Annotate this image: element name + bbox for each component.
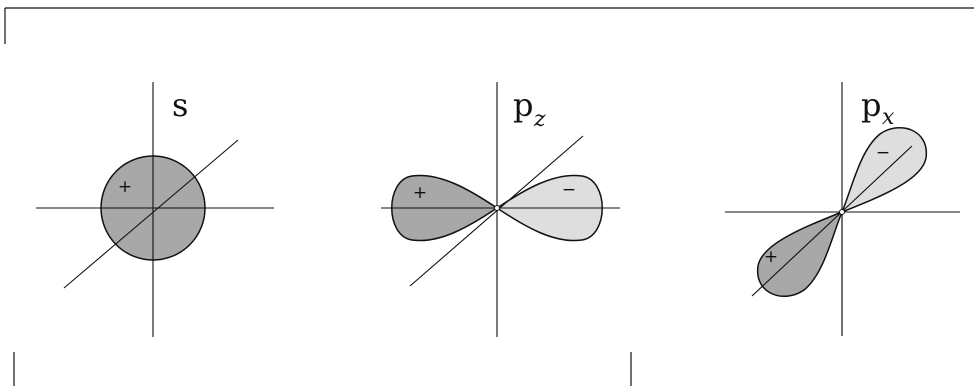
px-negative-lobe <box>840 126 927 214</box>
px-plus-sign: + <box>764 247 778 267</box>
pz-nucleus <box>494 205 500 211</box>
s-y-axis <box>63 139 239 289</box>
pz-axes-front <box>381 135 620 287</box>
px-orbital-subscript: x <box>882 105 895 130</box>
s-axes <box>36 82 274 337</box>
px-positive-lobe <box>757 210 844 298</box>
px-nucleus <box>839 209 845 215</box>
panel-s-orbital: s + <box>36 82 274 337</box>
pz-orbital-label: p <box>513 86 533 124</box>
panel-pz-orbital: p z + − <box>381 82 620 337</box>
px-axes-front <box>751 145 913 336</box>
pz-plus-sign: + <box>413 183 427 203</box>
px-orbital-label: p <box>861 86 881 124</box>
s-orbital-label: s <box>172 86 188 124</box>
s-plus-sign: + <box>118 177 132 197</box>
panel-px-orbital: p x − + <box>725 82 960 336</box>
frame <box>4 7 974 386</box>
pz-orbital-subscript: z <box>533 107 546 132</box>
pz-minus-sign: − <box>562 180 576 200</box>
px-y-axis <box>751 145 913 297</box>
pz-y-axis <box>409 135 584 287</box>
px-minus-sign: − <box>876 143 890 163</box>
